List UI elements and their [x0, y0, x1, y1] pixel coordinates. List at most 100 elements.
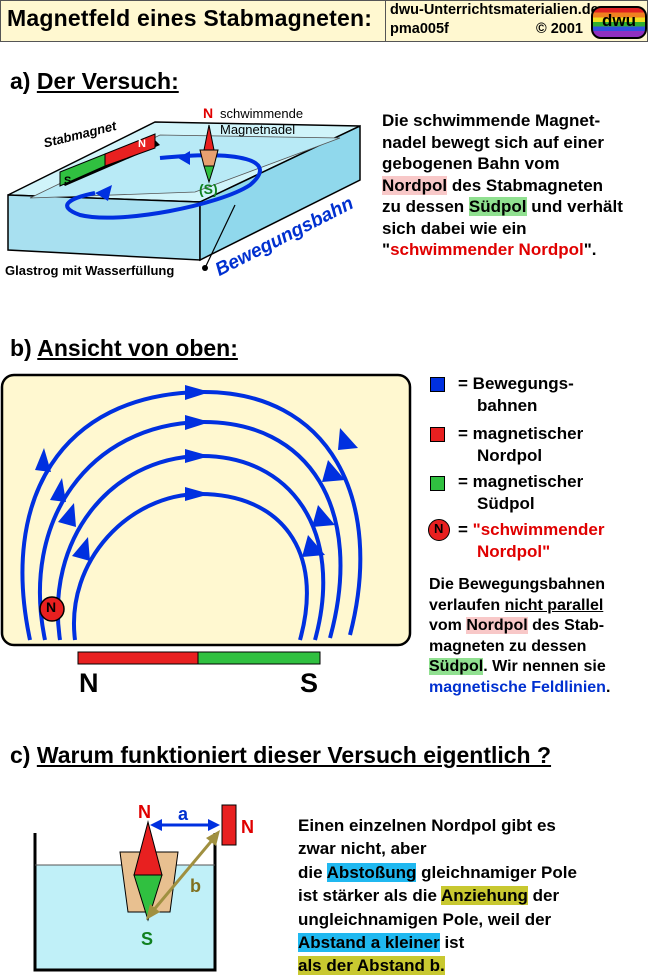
bar-magnet-north	[77, 651, 199, 665]
text-span: der	[527, 886, 560, 906]
text-span: ist stärker als die	[298, 886, 442, 906]
label-needle-1: schwimmende	[220, 106, 304, 121]
label-c-needle-n: N	[138, 802, 151, 822]
label-needle-2: Magnetnadel	[220, 122, 296, 137]
legend-eq: =	[458, 374, 468, 393]
legend-label: bahnen	[477, 395, 538, 415]
label-needle-s: (S)	[199, 181, 218, 197]
source-copyright: © 2001	[536, 21, 583, 37]
text-line: zwar nicht, aber	[298, 839, 427, 859]
section-c-prefix: c)	[10, 742, 31, 768]
highlight-abstossung: Abstoßung	[326, 862, 417, 882]
header-bar: Magnetfeld eines Stabmagneten: dwu-Unter…	[0, 0, 648, 42]
section-a-heading: a) Der Versuch:	[10, 68, 179, 95]
text-line: ist stärker als die Anziehung der	[298, 884, 577, 907]
motion-path	[65, 151, 262, 220]
source-box: dwu-Unterrichtsmaterialien.de pma005f © …	[385, 1, 648, 41]
text-line: zu dessen Südpol und verhält	[382, 196, 623, 218]
logo-text: dwu	[602, 11, 636, 30]
path-pointer	[204, 204, 236, 269]
legend-label: Südpol	[477, 493, 535, 513]
label-needle-n: N	[203, 105, 214, 121]
legend-swatch-red	[430, 427, 445, 442]
bar-magnet-3d	[59, 133, 160, 187]
text-span: "	[382, 240, 391, 259]
underlined-term: nicht parallel	[504, 596, 604, 614]
text-span: gleichnamiger Pole	[416, 862, 577, 882]
source-code: pma005f	[390, 21, 449, 37]
compass-needle	[133, 820, 163, 922]
section-a-text: Die schwimmende Magnet- nadel bewegt sic…	[382, 110, 623, 261]
label-pole-s: S	[300, 668, 319, 698]
path-pointer-dot	[202, 265, 208, 271]
legend-eq: =	[458, 472, 468, 491]
bar-magnet-south	[197, 651, 321, 665]
label-c-needle-s: S	[141, 929, 154, 949]
page-title: Magnetfeld eines Stabmagneten:	[7, 5, 373, 31]
text-line: Südpol. Wir nennen sie	[429, 657, 610, 678]
text-line: Einen einzelnen Nordpol gibt es	[298, 816, 556, 835]
board-top-view	[0, 373, 412, 647]
text-line: magnetische Feldlinien.	[429, 678, 610, 699]
floating-needle	[199, 124, 219, 184]
legend-swatch-green	[430, 476, 445, 491]
floating-north-pole	[39, 596, 65, 622]
legend-blue: = Bewegungs-	[458, 373, 605, 395]
text-span: des Stab-	[527, 617, 605, 634]
text-line: sich dabei wie ein	[382, 218, 527, 238]
text-span: und verhält	[526, 197, 623, 216]
text-line: Die schwimmende Magnet-	[382, 111, 601, 130]
text-line: Die Bewegungsbahnen	[429, 576, 606, 593]
field-arrowheads	[35, 385, 358, 561]
text-line: Nordpol des Stabmagneten	[382, 175, 623, 197]
text-span: vom	[429, 617, 467, 634]
section-c-text: Einen einzelnen Nordpol gibt es zwar nic…	[298, 814, 577, 978]
legend-eq: =	[458, 424, 468, 443]
text-line: verlaufen nicht parallel	[429, 596, 610, 617]
section-b-heading: b) Ansicht von oben:	[10, 335, 238, 362]
highlight-suedpol: Südpol	[429, 658, 484, 675]
text-line: vom Nordpol des Stab-	[429, 616, 610, 637]
text-span: ".	[583, 240, 597, 259]
highlight-nordpol: Nordpol	[382, 175, 448, 195]
highlight-suedpol: Südpol	[468, 197, 527, 216]
legend-float-n: N	[434, 521, 444, 536]
text-line: ungleichnamigen Pole, weil der	[298, 909, 552, 929]
label-trough: Glastrog mit Wasserfüllung	[5, 263, 175, 278]
text-line: "schwimmender Nordpol".	[382, 239, 623, 261]
text-line: nadel bewegt sich auf einer	[382, 132, 605, 152]
red-term: schwimmender Nordpol	[390, 240, 584, 259]
section-b-text: Die Bewegungsbahnen verlaufen nicht para…	[429, 575, 610, 698]
legend-label: Nordpol"	[477, 541, 551, 561]
legend-label: magnetischer	[472, 424, 584, 443]
label-magnet-s-3d: S	[64, 175, 72, 187]
section-c-heading: c) Warum funktioniert dieser Versuch eig…	[10, 742, 551, 769]
section-a-title: Der Versuch:	[36, 68, 179, 94]
source-site: dwu-Unterrichtsmaterialien.de	[390, 2, 599, 18]
legend-green: = magnetischer	[458, 471, 605, 493]
section-a-prefix: a)	[10, 68, 31, 94]
legend-eq: =	[458, 520, 468, 539]
highlight-abstand-a: Abstand a kleiner	[298, 933, 440, 953]
legend-red: = magnetischer	[458, 423, 605, 445]
highlight-anziehung: Anziehung	[441, 886, 528, 906]
section-b-prefix: b)	[10, 335, 32, 361]
text-line: Abstand a kleiner ist	[298, 931, 577, 954]
label-magnet-n-3d: N	[138, 138, 146, 150]
distance-b-line	[150, 837, 216, 913]
highlight-abstand-b: als der Abstand b.	[298, 956, 445, 976]
legend-label: Bewegungs-	[472, 374, 574, 393]
text-line: gebogenen Bahn vom	[382, 154, 560, 173]
legend-label: "schwimmender	[472, 520, 605, 539]
label-pole-n: N	[79, 668, 99, 698]
text-span: . Wir nennen sie	[483, 658, 606, 675]
section-b-title: Ansicht von oben:	[37, 335, 238, 361]
text-line: die Abstoßung gleichnamiger Pole	[298, 861, 577, 884]
label-distance-a: a	[178, 804, 189, 824]
text-span: ist	[439, 933, 465, 953]
legend-label: Nordpol	[477, 445, 543, 465]
blue-term: magnetische Feldlinien	[429, 678, 606, 696]
legend-swatch-blue	[430, 377, 445, 392]
single-magnet-north	[221, 804, 237, 846]
